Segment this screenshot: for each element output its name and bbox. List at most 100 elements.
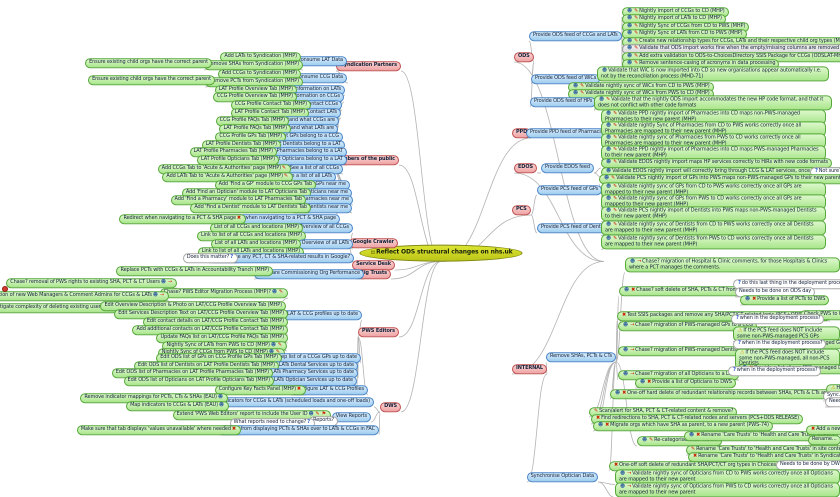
node-w-when-2[interactable]: ?when in the deployment process? — [733, 339, 827, 349]
edge-c-p-dws — [400, 261, 442, 413]
person-icon: ☻ — [573, 83, 579, 90]
person-icon: ☻ — [620, 470, 626, 477]
node-g-config-key-facts[interactable]: Configure Key Facts Panel (MHP)✖ — [214, 385, 306, 395]
person-icon: ☻ — [627, 30, 633, 37]
person-icon: ☻ — [271, 289, 277, 296]
node-r-hard-delete[interactable]: ☻✖One-off hard delete of redundant relat… — [610, 389, 840, 399]
arrow-icon: → — [630, 322, 635, 329]
node-label: Validate that the nightly ODS import acc… — [598, 96, 824, 108]
pen-icon: ✎ — [283, 173, 288, 180]
node-b-overview-lats[interactable]: Overview of all LATs — [297, 239, 353, 249]
node-label: Validate PPD nightly import of Pharmacie… — [605, 110, 800, 122]
node-label: Chase? migration of PWS-managed Dentists… — [635, 347, 762, 354]
node-p-ods[interactable]: ODS — [514, 52, 534, 62]
node-r-pcts-dws[interactable]: ☻✖Provide a list of PCTs to DWS — [740, 295, 830, 305]
node-label: Find GPs near me — [304, 181, 346, 188]
pen-icon: ✎ — [613, 183, 618, 190]
node-label: Provide a list of PCTs to DWS — [757, 296, 826, 303]
node-label: Remove PCTs from Syndication (MHP) — [209, 78, 299, 85]
node-r-pcs-dent-import[interactable]: ☻✎Validate PCS nightly import of Dentist… — [601, 206, 826, 222]
x-icon: ✖ — [236, 215, 241, 222]
pen-icon: ✎ — [634, 23, 639, 30]
node-label: Chase? migration of Hospital & Clinic co… — [629, 258, 828, 270]
node-label: Remove SHAs from Syndication (MHP) — [207, 61, 300, 68]
q-icon: ? — [733, 367, 736, 374]
node-label: Chase? PWS Editor Migration Process (MHP… — [163, 289, 271, 296]
node-label: Chase? removal of PWS rights to existing… — [10, 279, 160, 286]
node-r-gps-ccg[interactable]: ☻→Chase? migration of PWS-managed GPs to… — [618, 321, 757, 331]
node-r-migrate-sha[interactable]: ☻✖Migrate orgs which have SHA as parent,… — [593, 421, 773, 431]
node-b-ods-ccglat[interactable]: Provide ODS feed of CCGs and LATs — [529, 31, 622, 41]
node-g-chase-editor[interactable]: Chase? PWS Editor Migration Process (MHP… — [159, 288, 288, 298]
node-label: Chase? creation of new Web Managers & Co… — [0, 292, 152, 299]
node-g-chase-removal[interactable]: Chase? removal of PWS rights to existing… — [6, 278, 177, 288]
pen-icon: ✎ — [613, 207, 618, 214]
node-label: Not sure? — [818, 168, 840, 175]
node-g-ensure-2[interactable]: Ensure existing child orgs have the corr… — [88, 75, 215, 85]
node-p-internal[interactable]: INTERNAL — [512, 364, 548, 374]
node-r-dent-cd-pws[interactable]: ☻✎Validate nightly sync of Dentists from… — [601, 220, 826, 236]
node-n-dot — [2, 286, 8, 292]
arrow-icon: → — [627, 483, 632, 490]
node-g-find-dent-mod[interactable]: Add 'Find a Dentist' module to LAT Denti… — [190, 203, 311, 213]
node-label: Ensure existing child orgs have the corr… — [92, 76, 211, 83]
node-p-synd[interactable]: Syndication Partners — [336, 61, 401, 71]
node-g-redirect[interactable]: Redirect when navigating to a PCT & SHA … — [119, 214, 246, 224]
node-label: Remove indicator mappings for PCTs, CTs … — [84, 394, 217, 401]
edge-p-dws-b-switch — [378, 411, 381, 436]
node-r-opt-cd-pws[interactable]: ☻→Validate nightly sync of Opticians fro… — [615, 469, 840, 485]
node-w-dws-after[interactable]: Needs to be done by DWS after the… — [776, 460, 840, 470]
x-icon: ✖ — [296, 386, 301, 393]
node-label: Understand what CCGs are — [270, 117, 335, 124]
node-b-remove-shas[interactable]: Remove SHAs, PCTs & CTs — [546, 352, 616, 362]
node-r-rename-stub2[interactable]: Rename… — [808, 435, 840, 445]
node-p-pws[interactable]: PWS Editors — [357, 327, 399, 337]
node-w-does-matter[interactable]: Does this matter?? — [182, 253, 238, 263]
node-b-pcs-gps[interactable]: Provide PCS feed of GPs — [537, 185, 603, 195]
node-p-dws[interactable]: DWS — [380, 402, 401, 412]
pen-icon: ✎ — [613, 122, 618, 129]
pen-icon: ✎ — [613, 235, 618, 242]
node-w-when-1[interactable]: ?when in the deployment process? — [731, 314, 825, 324]
node-r-dent-pws-cd[interactable]: ☻✎Validate nightly sync of Dentists from… — [601, 234, 826, 250]
x-icon: ✖ — [614, 462, 619, 469]
node-c[interactable]: ▤Reflect ODS structural changes on nhs.u… — [359, 244, 523, 262]
node-p-google[interactable]: Google Crawler — [348, 238, 398, 248]
node-w-when-3[interactable]: ?when in the deployment process? — [728, 366, 822, 376]
node-r-hp-format[interactable]: ☻✎Validate that the nightly ODS import a… — [594, 95, 832, 111]
pen-icon: ✎ — [634, 53, 639, 60]
person-icon: ☻ — [627, 60, 633, 67]
node-label: See a list of all CCGs — [289, 165, 339, 172]
x-icon: ✖ — [811, 426, 816, 433]
node-label: Keep a list of a LATs Dental Services up… — [242, 362, 354, 369]
pen-icon: ✎ — [281, 165, 286, 172]
node-r-opt-pws-cd[interactable]: ☻→Validate nightly sync of Opticians fro… — [615, 482, 840, 497]
node-w-stub2[interactable]: Needs… — [825, 397, 840, 407]
node-g-replace-tranch[interactable]: Replace PCTs with CCGs & LATs in Account… — [116, 266, 273, 276]
node-b-switch[interactable]: Switch from displaying PCTs & SHAs over … — [219, 425, 379, 435]
node-label: Find redirections to SHA, PCT & CT-relat… — [601, 415, 799, 422]
node-b-ods-hps[interactable]: Provide ODS feed of HPs — [530, 97, 597, 107]
node-b-sync-opticians[interactable]: Synchronise Optician Data — [526, 472, 598, 482]
node-b-edos-feed[interactable]: Provide EDOS feed — [541, 163, 594, 173]
node-label: Keep list of a CCGs GPs up to date — [275, 354, 357, 361]
node-r-comments[interactable]: ☻→Chase? migration of Hospital & Clinic … — [625, 257, 840, 273]
node-label: Edit ODS list of GPs on CCG Profile GPs … — [160, 354, 278, 361]
node-g-chase-creation[interactable]: Chase? creation of new Web Managers & Co… — [0, 291, 169, 301]
person-icon: ☻ — [599, 96, 605, 103]
node-r-wic-imported[interactable]: ☻Validate that WiC is now imported into … — [597, 66, 829, 82]
node-b-ppd-pharm[interactable]: Provide PPD feed of Pharmacies — [526, 128, 611, 138]
node-p-edos[interactable]: EDOS — [514, 163, 537, 173]
node-label: Overview of all CCGs — [298, 224, 349, 231]
node-p-pcs[interactable]: PCS — [512, 205, 531, 215]
q-icon: ? — [230, 254, 233, 261]
pen-icon: ✎ — [634, 60, 639, 67]
node-g-edit-ods-opt[interactable]: Edit ODS list of Opticians on LAT Profil… — [123, 376, 274, 386]
node-r-opt-dws[interactable]: ☻✖Provide a list of Opticians to DWS — [635, 378, 736, 388]
node-g-make-tab[interactable]: Make sure that tab displays 'values unav… — [76, 425, 241, 435]
node-label: Validate nightly sync of Dentists from C… — [605, 221, 814, 233]
node-label: SPIKE: investigate complexity of deletin… — [0, 304, 156, 311]
node-label: See what GPs belong to a CCG — [265, 133, 339, 140]
node-r-rename-stub1[interactable]: ✖Add a new… — [806, 425, 840, 435]
node-g-ensure-1[interactable]: Ensure existing child orgs have the corr… — [85, 58, 212, 68]
